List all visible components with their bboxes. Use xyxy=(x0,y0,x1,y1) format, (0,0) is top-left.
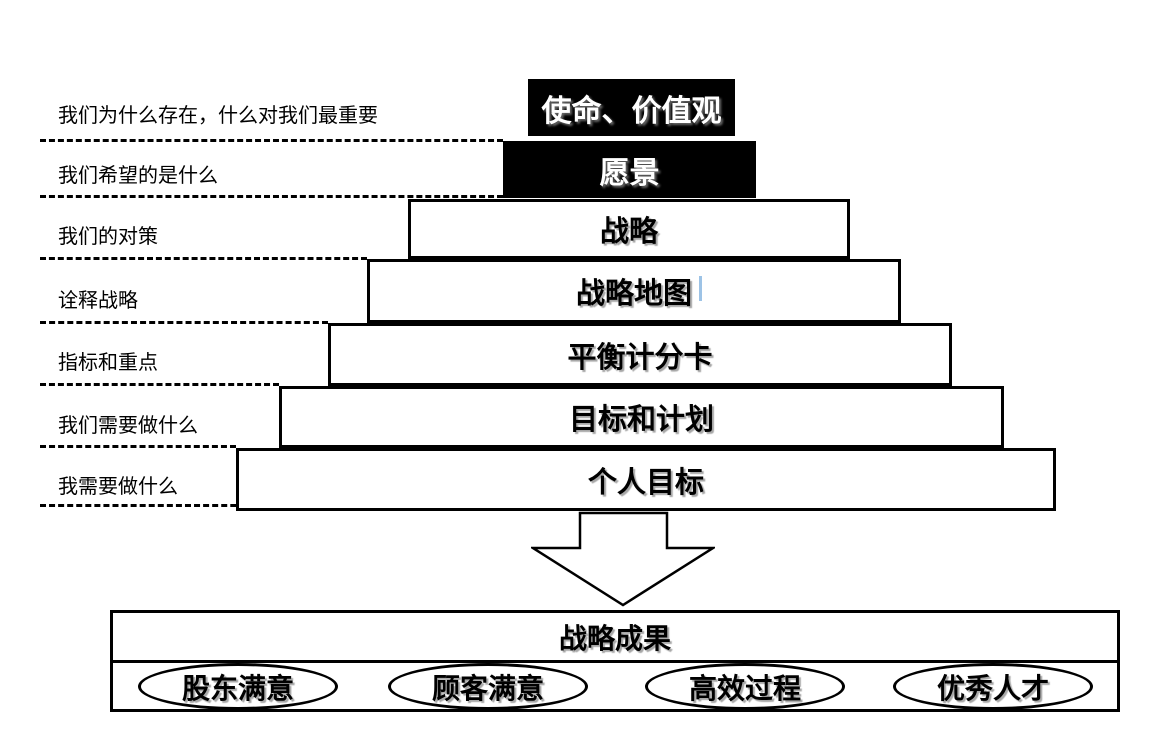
dashed-divider-6 xyxy=(40,445,236,448)
question-what-we-hope: 我们希望的是什么 xyxy=(58,163,218,187)
outcome-item-excellent-talent: 优秀人才 xyxy=(893,663,1093,710)
pyramid-level-strategy-map: 战略地图 xyxy=(367,259,901,323)
pyramid-level-goals-plans: 目标和计划 xyxy=(279,386,1004,448)
stray-caret-line xyxy=(699,276,702,301)
question-interpret-strategy: 诠释战略 xyxy=(58,288,138,312)
question-what-i-must-do: 我需要做什么 xyxy=(58,474,178,498)
outcome-item-shareholder-satisfaction: 股东满意 xyxy=(138,663,338,710)
question-our-approach: 我们的对策 xyxy=(58,224,158,248)
strategic-outcomes-title: 战略成果 xyxy=(113,613,1117,663)
pyramid-level-mission-values: 使命、价值观 xyxy=(528,79,735,136)
pyramid-level-personal-goals: 个人目标 xyxy=(236,448,1056,511)
dashed-divider-4 xyxy=(40,321,328,324)
pyramid-level-strategy: 战略 xyxy=(408,199,850,259)
question-metrics-focus: 指标和重点 xyxy=(58,350,158,374)
dashed-divider-5 xyxy=(40,383,279,386)
dashed-divider-3 xyxy=(40,257,367,260)
pyramid-level-vision: 愿景 xyxy=(503,141,756,198)
outcome-item-customer-satisfaction: 顾客满意 xyxy=(388,663,588,710)
pyramid-level-balanced-scorecard: 平衡计分卡 xyxy=(328,323,952,386)
outcome-item-efficient-processes: 高效过程 xyxy=(645,663,845,710)
dashed-divider-2 xyxy=(40,195,503,198)
question-why-we-exist: 我们为什么存在，什么对我们最重要 xyxy=(58,103,378,127)
down-arrow-icon xyxy=(528,511,718,608)
dashed-divider-1 xyxy=(40,139,503,142)
question-what-we-must-do: 我们需要做什么 xyxy=(58,413,198,437)
